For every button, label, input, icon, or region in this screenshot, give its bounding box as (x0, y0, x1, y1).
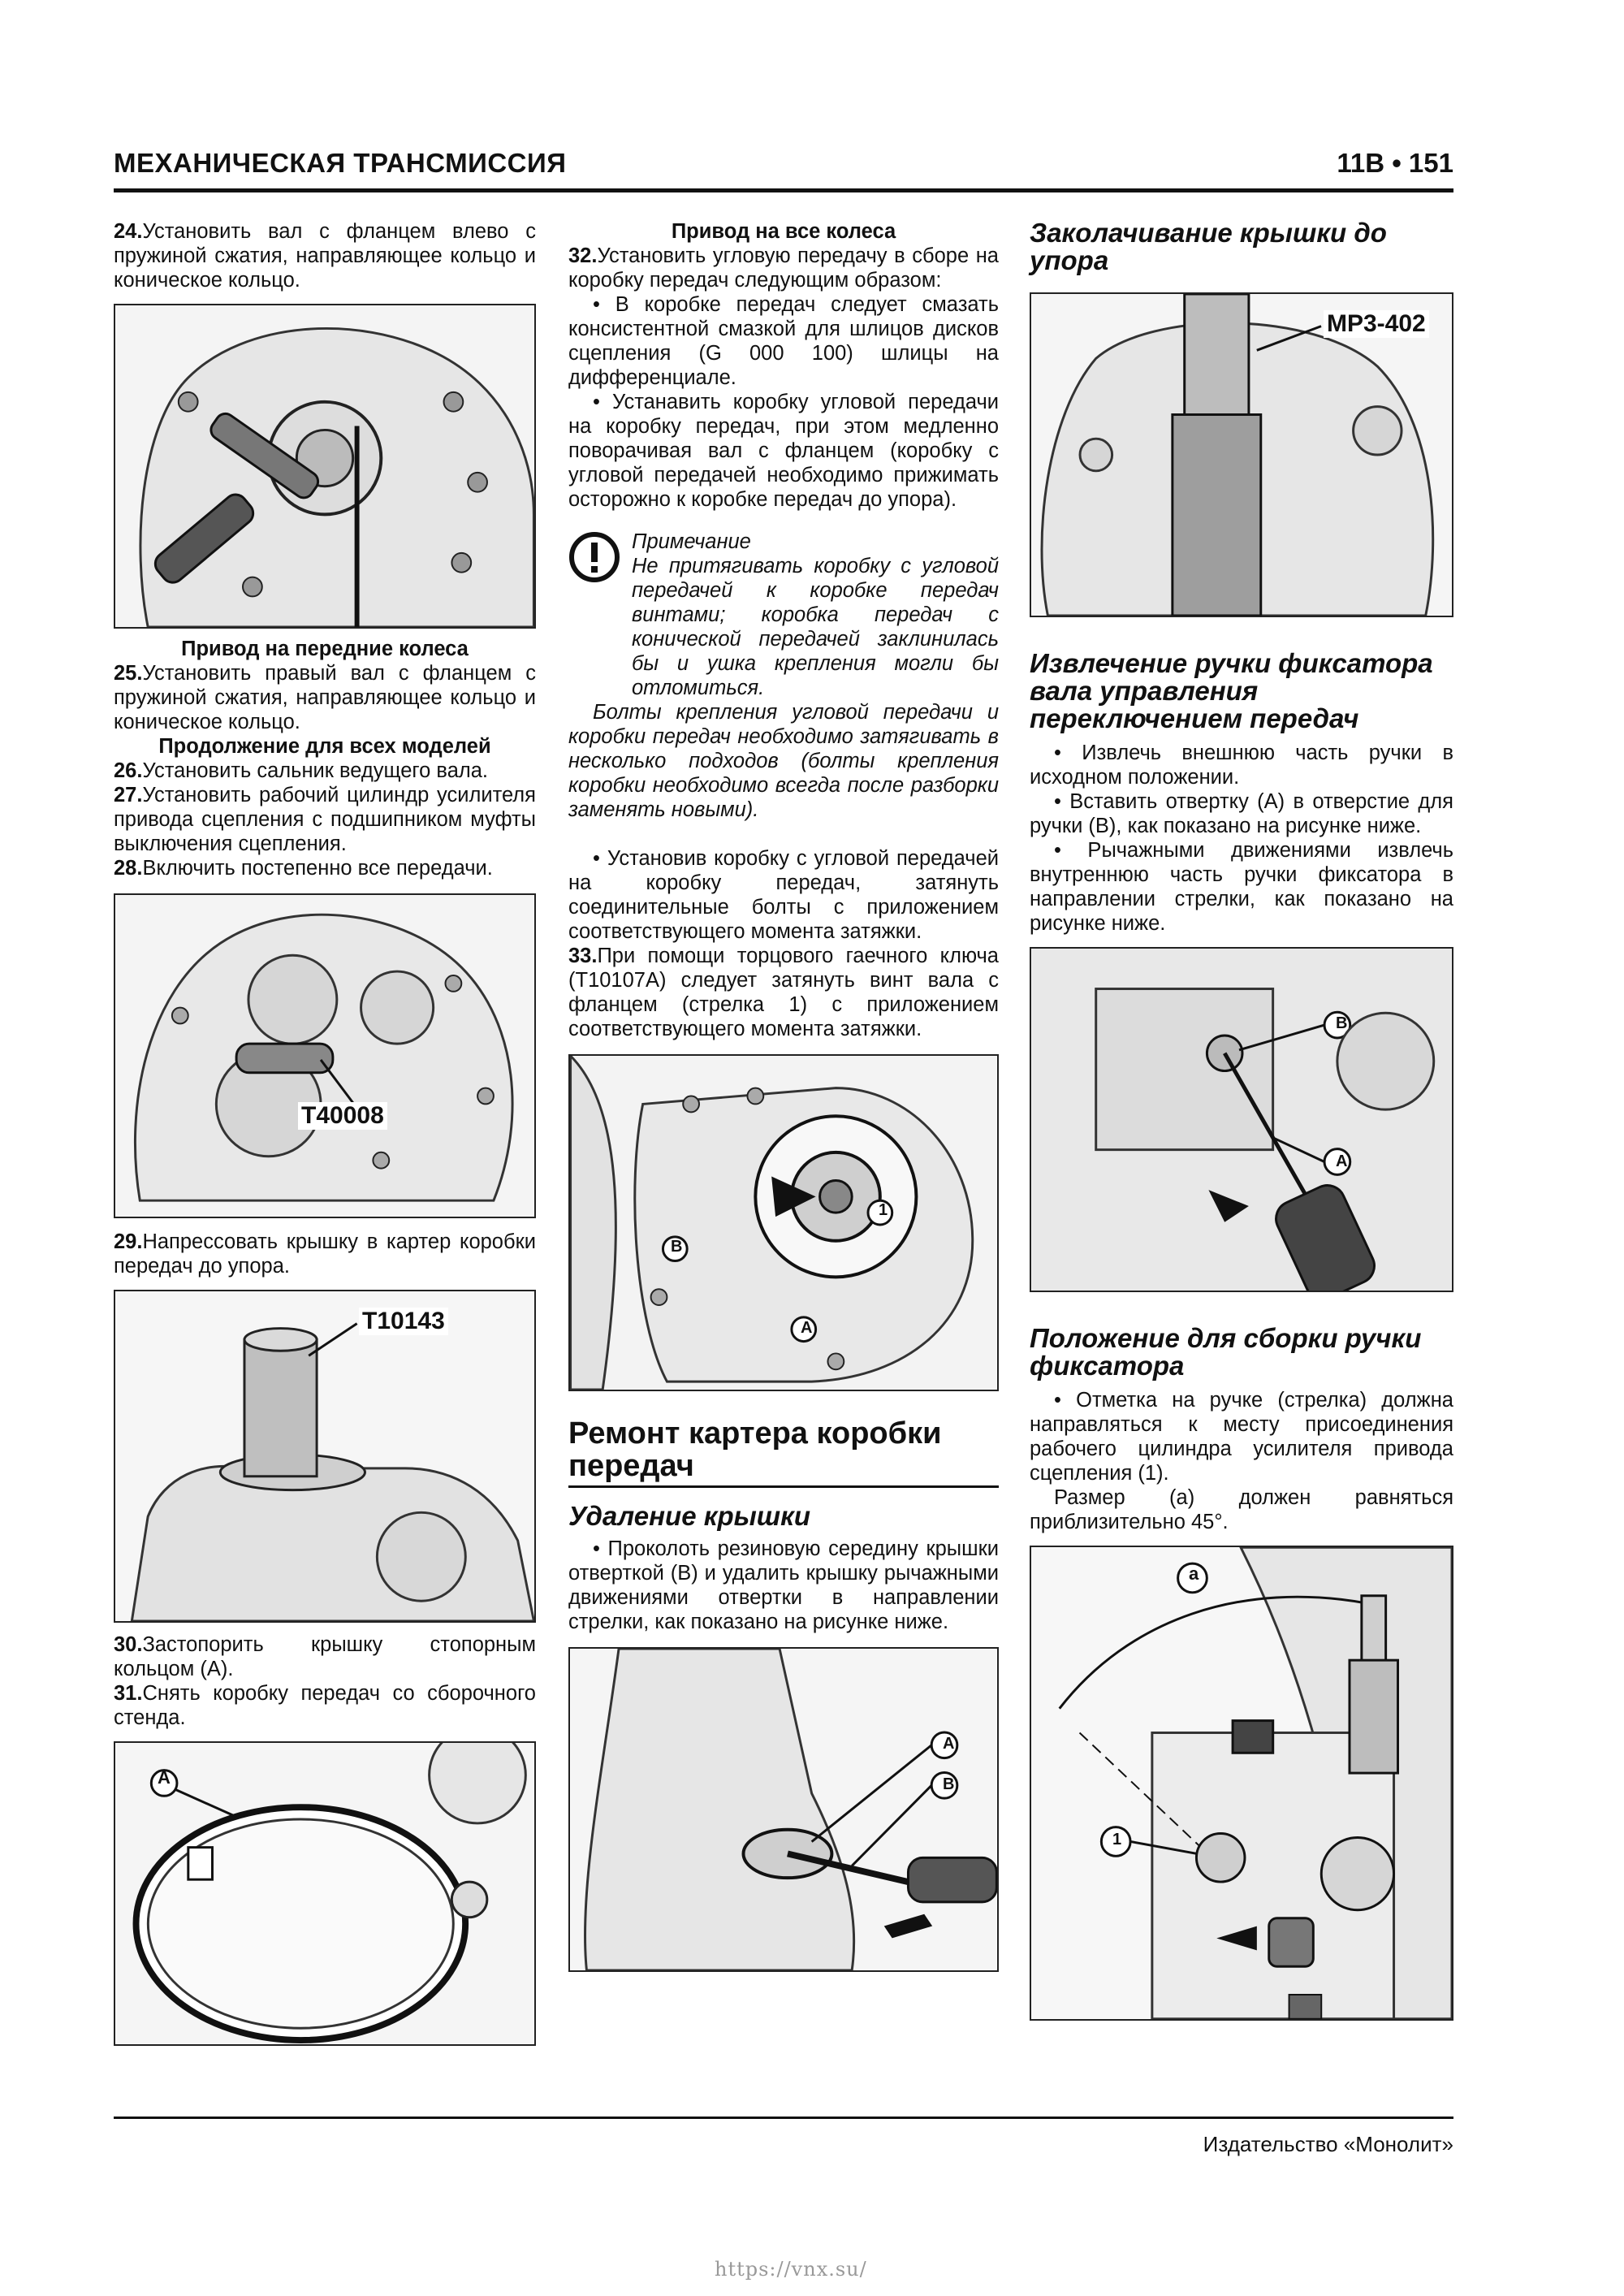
bullet-insert-screwdriver: • Вставить отвертку (A) в отверстие для … (1030, 790, 1453, 837)
column-3: Заколачивание крышки до упора MP3-402 Из… (1030, 219, 1453, 2021)
callout-1: 1 (1112, 1831, 1122, 1848)
subsection-assembly-position: Положение для сборки ручки фиксатора (1030, 1323, 1422, 1381)
size-a-text: Размер (a) должен равняться приблизитель… (1030, 1486, 1453, 1533)
gearbox-drawing (115, 305, 534, 627)
note-text-1: Не притягивать коробку с угловой передач… (632, 555, 999, 699)
step-28: 28.Включить постепенно все передачи. (114, 857, 493, 880)
figure-handle-position: a 1 (1030, 1546, 1453, 2021)
handle-extraction-drawing (1031, 949, 1452, 1291)
footer-rule (114, 2117, 1453, 2119)
subheading-awd: Привод на все колеса (671, 220, 896, 243)
tool-label-t10143: T10143 (359, 1308, 448, 1335)
callout-b: B (671, 1238, 683, 1256)
column-2: Привод на все колеса 32.Установить углов… (568, 219, 999, 1972)
header-rule (114, 188, 1453, 192)
bullet-grease: • В коробке передач следует смазать конс… (568, 293, 999, 389)
cover-removal-drawing (570, 1649, 997, 1970)
figure-handle-extraction: B A (1030, 947, 1453, 1292)
page-number: 11B • 151 (1337, 148, 1453, 178)
tool-label-mp3-402: MP3-402 (1324, 310, 1429, 338)
figure-snap-ring: A (114, 1741, 536, 2046)
cover-drive-drawing (1031, 294, 1452, 616)
snap-ring-drawing (115, 1743, 534, 2044)
step-29: 29.Напрессовать крышку в картер коробки … (114, 1230, 536, 1278)
figure-t10143: T10143 (114, 1290, 536, 1623)
section-heading: Ремонт картера коробки передач (568, 1416, 942, 1483)
figure-flange-shaft (114, 304, 536, 629)
step-27: 27.Установить рабочий цилиндр усилителя … (114, 784, 536, 855)
section-housing-repair: Ремонт картера коробки передач (568, 1417, 999, 1488)
subheading-front-drive: Привод на передние колеса (181, 638, 469, 660)
page-header: МЕХАНИЧЕСКАЯ ТРАНСМИССИЯ 11B • 151 (114, 148, 1453, 184)
section-title: МЕХАНИЧЕСКАЯ ТРАНСМИССИЯ (114, 148, 567, 178)
figure-remove-cover: A B (568, 1647, 999, 1972)
column-1: 24.Установить вал с фланцем влево с пруж… (114, 219, 536, 2046)
step-30: 30.Застопорить крышку стопорным кольцом … (114, 1633, 536, 1680)
step-31: 31.Снять коробку передач со сборочного с… (114, 1682, 536, 1729)
note-text-2: Болты крепления угловой передачи и короб… (568, 701, 999, 821)
callout-a: A (158, 1767, 171, 1788)
figure-mp3-402: MP3-402 (1030, 292, 1453, 617)
bullet-tighten-bolts: • Установив коробку с угловой передачей … (568, 847, 999, 943)
step-32: 32.Установить угловую передачу в сборе н… (568, 244, 999, 292)
callout-b: B (1336, 1014, 1348, 1032)
handle-position-drawing (1031, 1547, 1452, 2019)
bullet-lever-out: • Рычажными движениями извлечь внутренню… (1030, 839, 1453, 935)
warning-icon (569, 532, 620, 582)
heading-rule (568, 1485, 999, 1488)
press-drawing (115, 1291, 534, 1621)
housing-drawing (115, 895, 534, 1217)
note-title: Примечание (632, 530, 751, 553)
subsection-remove-cover: Удаление крышки (568, 1501, 811, 1531)
watermark-url: https://vnx.su/ (715, 2258, 867, 2281)
angle-drive-drawing (570, 1056, 997, 1390)
callout-1: 1 (879, 1201, 888, 1219)
step-25: 25.Установить правый вал с фланцем с пру… (114, 662, 536, 733)
figure-flange-screw: 1 B A (568, 1054, 999, 1391)
subheading-all-models: Продолжение для всех моделей (158, 735, 491, 758)
callout-b: B (943, 1775, 955, 1793)
bullet-pierce-cover: • Проколоть резиновую середину крышки от… (568, 1537, 999, 1633)
tool-label-t40008: T40008 (298, 1102, 387, 1130)
subsection-extract-handle: Извлечение ручки фиксатора вала управлен… (1030, 648, 1433, 733)
subsection-drive-cover: Заколачивание крышки до упора (1030, 218, 1387, 275)
note-block: Примечание Не притягивать коробку с угло… (568, 530, 999, 700)
step-33: 33.При помощи торцового гаечного ключа (… (568, 945, 999, 1040)
figure-t40008: T40008 (114, 893, 536, 1218)
callout-a-dimension: a (1189, 1563, 1199, 1584)
publisher-footer: Издательство «Монолит» (1203, 2132, 1453, 2156)
bullet-mark-direction: • Отметка на ручке (стрелка) должна напр… (1030, 1389, 1453, 1485)
step-26: 26.Установить сальник ведущего вала. (114, 759, 489, 782)
bullet-extract-outer: • Извлечь внешнюю часть ручки в исходном… (1030, 742, 1453, 789)
callout-a: A (801, 1319, 813, 1337)
step-24: 24.Установить вал с фланцем влево с пруж… (114, 220, 536, 292)
bullet-install-box: • Устанавить коробку угловой передачи на… (568, 391, 999, 511)
callout-a: A (1336, 1152, 1348, 1170)
callout-a: A (943, 1735, 955, 1753)
